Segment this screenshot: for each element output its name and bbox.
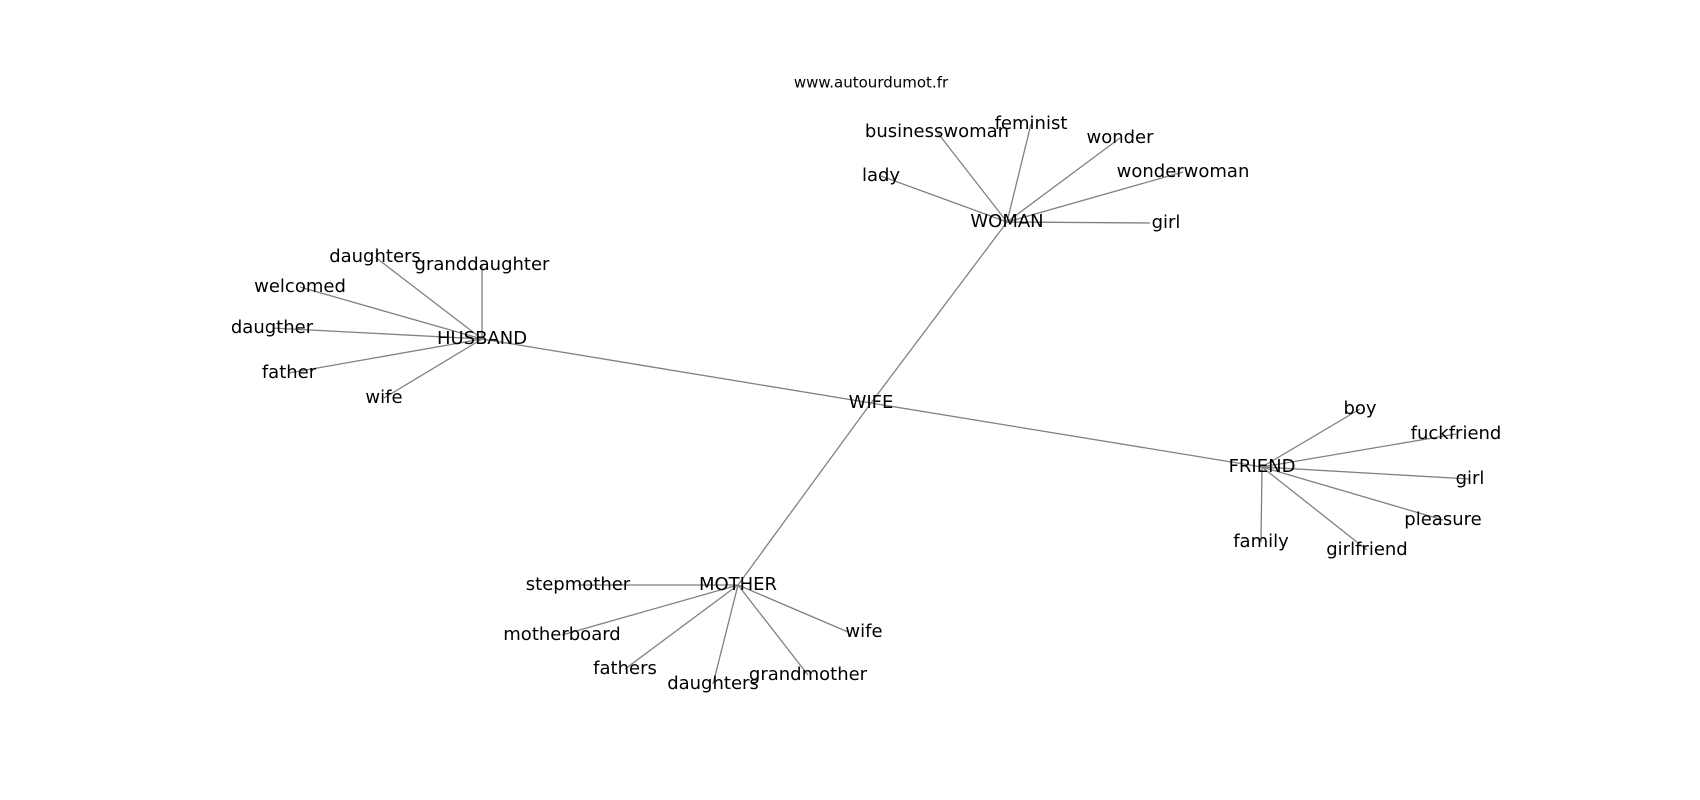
- leaf-node-friend-family: family: [1233, 531, 1289, 552]
- leaf-node-woman-lady: lady: [862, 165, 900, 186]
- leaf-node-woman-businesswoman: businesswoman: [865, 121, 1009, 142]
- leaf-node-mother-fathers: fathers: [593, 658, 657, 679]
- leaf-node-mother-daughters: daughters: [667, 673, 759, 694]
- leaf-node-husband-daughters: daughters: [329, 246, 421, 267]
- edge-friend-girlfriend: [1261, 466, 1368, 551]
- edge-woman-feminist: [1006, 123, 1032, 223]
- leaf-node-woman-wonderwoman: wonderwoman: [1117, 161, 1250, 182]
- edge-woman-wonderwoman: [1006, 171, 1184, 223]
- hub-node-friend: FRIEND: [1229, 456, 1296, 477]
- leaf-node-mother-grandmother: grandmother: [749, 664, 868, 685]
- leaf-node-friend-pleasure: pleasure: [1404, 509, 1481, 530]
- hub-node-husband: HUSBAND: [437, 328, 527, 349]
- edge-husband-wife: [383, 338, 483, 399]
- edge-mother-fathers: [624, 584, 739, 670]
- leaf-node-woman-feminist: feminist: [995, 113, 1068, 134]
- leaf-node-friend-girlfriend: girlfriend: [1326, 539, 1407, 560]
- edge-center-husband: [481, 338, 872, 404]
- leaf-node-friend-girl: girl: [1456, 468, 1485, 489]
- leaf-node-mother-stepmother: stepmother: [526, 574, 631, 595]
- edge-husband-welcomed: [299, 286, 483, 340]
- edge-woman-lady: [880, 175, 1008, 223]
- leaf-node-husband-daugther: daugther: [231, 317, 314, 338]
- leaf-node-husband-granddaughter: granddaughter: [415, 254, 551, 275]
- leaf-node-woman-wonder: wonder: [1086, 127, 1154, 148]
- edge-mother-wife: [737, 584, 849, 633]
- leaf-node-husband-welcomed: welcomed: [254, 276, 346, 297]
- edge-mother-daughters: [712, 584, 739, 685]
- hub-node-woman: WOMAN: [970, 211, 1043, 232]
- edge-husband-daughters: [374, 256, 483, 340]
- edge-husband-daugther: [271, 327, 483, 340]
- leaf-node-friend-boy: boy: [1343, 398, 1376, 419]
- leaf-node-husband-father: father: [262, 362, 317, 383]
- edge-mother-grandmother: [737, 584, 809, 676]
- edge-friend-boy: [1261, 408, 1361, 468]
- edge-center-friend: [870, 402, 1263, 468]
- center-node-label: WIFE: [849, 392, 894, 413]
- edges-layer: [271, 123, 1471, 685]
- hub-node-mother: MOTHER: [699, 574, 777, 595]
- leaf-node-friend-fuckfriend: fuckfriend: [1411, 423, 1502, 444]
- leaf-node-husband-wife: wife: [365, 387, 402, 408]
- edge-friend-pleasure: [1261, 466, 1444, 521]
- leaf-node-mother-motherboard: motherboard: [503, 624, 620, 645]
- edge-woman-businesswoman: [936, 131, 1008, 223]
- edge-center-mother: [737, 402, 872, 586]
- edge-woman-wonder: [1006, 137, 1121, 223]
- edge-friend-family: [1260, 466, 1263, 543]
- edge-mother-motherboard: [561, 584, 739, 636]
- edge-friend-fuckfriend: [1261, 433, 1457, 468]
- leaf-node-woman-girl: girl: [1152, 212, 1181, 233]
- edge-friend-girl: [1261, 466, 1471, 480]
- edge-woman-girl: [1006, 221, 1151, 224]
- watermark-text: www.autourdumot.fr: [794, 74, 949, 92]
- leaf-node-mother-wife: wife: [845, 621, 882, 642]
- edge-center-woman: [870, 221, 1008, 404]
- edge-husband-father: [288, 338, 483, 374]
